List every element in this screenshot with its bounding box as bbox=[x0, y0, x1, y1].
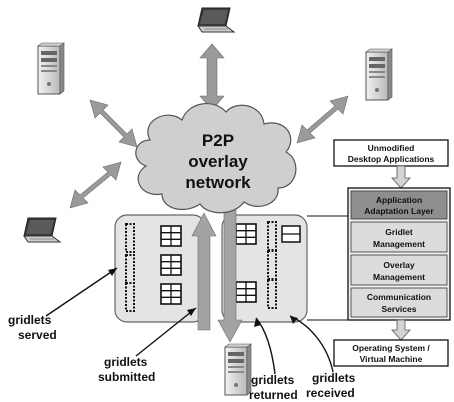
svg-text:Desktop Applications: Desktop Applications bbox=[348, 154, 435, 164]
label-gridlets-returned: gridlets returned bbox=[249, 317, 298, 402]
operating-system-box bbox=[333, 339, 449, 367]
svg-text:gridlets: gridlets bbox=[251, 373, 295, 387]
svg-text:Services: Services bbox=[382, 304, 417, 314]
layer-application-adaptation bbox=[350, 190, 448, 220]
layer-gridlet-management bbox=[350, 221, 448, 253]
svg-text:submitted: submitted bbox=[98, 370, 155, 384]
svg-text:Gridlet: Gridlet bbox=[385, 227, 413, 237]
svg-text:gridlets: gridlets bbox=[312, 371, 356, 385]
label-gridlets-served: gridlets served bbox=[8, 267, 118, 342]
layer-overlay-management bbox=[350, 254, 448, 286]
cloud-label-line1: P2P bbox=[202, 131, 234, 150]
svg-text:Application: Application bbox=[376, 195, 422, 205]
svg-text:Unmodified: Unmodified bbox=[368, 143, 415, 153]
svg-text:Virtual Machine: Virtual Machine bbox=[360, 354, 423, 364]
svg-text:Overlay: Overlay bbox=[383, 260, 414, 270]
link-arrow-right-upper bbox=[296, 95, 349, 144]
submit-arrow-up bbox=[191, 212, 217, 331]
svg-text:served: served bbox=[18, 328, 57, 342]
link-arrow-left-upper bbox=[89, 99, 138, 148]
svg-text:Adaptation Layer: Adaptation Layer bbox=[364, 206, 434, 216]
svg-text:Management: Management bbox=[373, 239, 425, 249]
gridlet-panel-left bbox=[114, 214, 206, 323]
cloud-label-line2: overlay bbox=[188, 152, 248, 171]
label-gridlets-received: gridlets received bbox=[289, 315, 356, 400]
svg-text:gridlets: gridlets bbox=[104, 355, 148, 369]
svg-text:received: received bbox=[306, 386, 355, 400]
laptop-icon-top bbox=[197, 7, 235, 33]
server-icon-left bbox=[37, 42, 65, 95]
p2p-overlay-cloud: P2P overlay network bbox=[135, 103, 297, 214]
stack-arrow-bottom bbox=[391, 319, 411, 341]
desktop-applications-box bbox=[333, 139, 449, 167]
laptop-icon-left bbox=[23, 217, 61, 243]
link-arrow-top bbox=[199, 43, 225, 111]
link-arrow-left-lower bbox=[69, 161, 122, 209]
svg-text:returned: returned bbox=[249, 388, 298, 402]
network-links bbox=[69, 43, 349, 209]
layer-communication-services bbox=[350, 287, 448, 318]
svg-text:gridlets: gridlets bbox=[8, 313, 52, 327]
server-icon-right bbox=[365, 48, 393, 101]
label-gridlets-submitted: gridlets submitted bbox=[98, 307, 197, 384]
svg-text:Communication: Communication bbox=[367, 292, 431, 302]
svg-text:Operating System /: Operating System / bbox=[352, 343, 430, 353]
stack-arrow-top bbox=[391, 165, 411, 189]
architecture-stack: Unmodified Desktop Applications Applicat… bbox=[307, 139, 451, 367]
return-arrow-down bbox=[217, 204, 243, 343]
server-icon-bottom bbox=[224, 343, 252, 396]
cloud-label-line3: network bbox=[185, 173, 251, 192]
gridlet-panel-right bbox=[221, 214, 308, 323]
svg-text:Management: Management bbox=[373, 272, 425, 282]
